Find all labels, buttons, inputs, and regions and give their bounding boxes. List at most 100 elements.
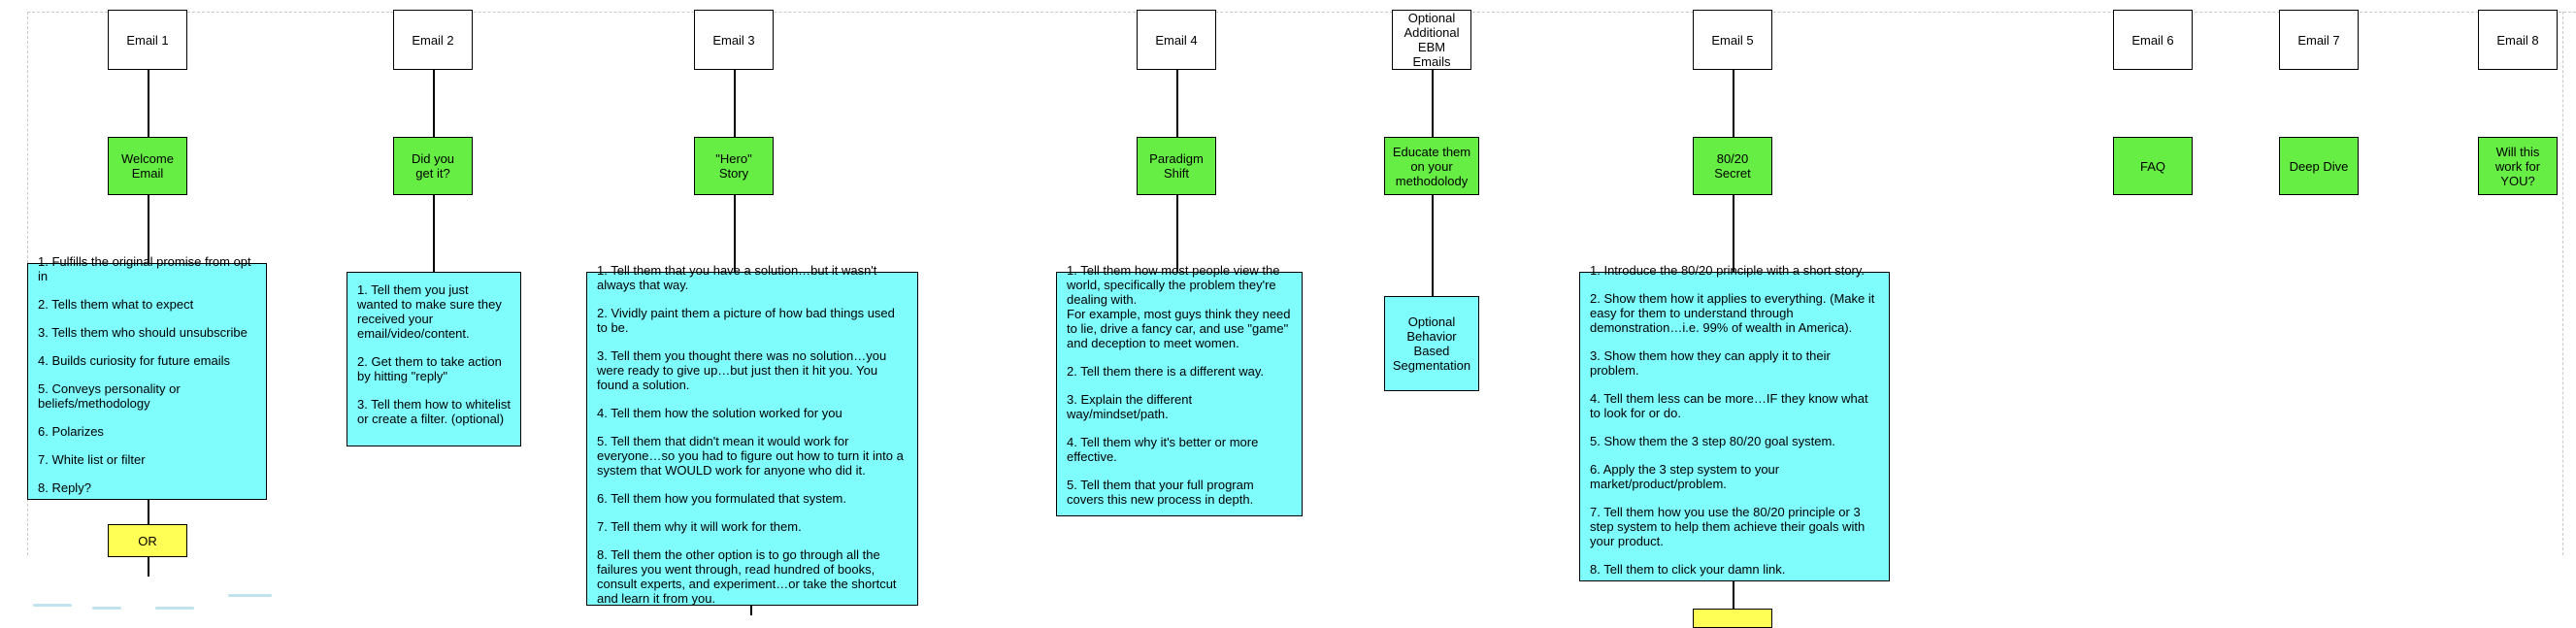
connector-optional-topic [1432, 70, 1434, 137]
email-sequence-diagram: Email 1 Email 2 Email 3 Email 4 Optional… [27, 10, 2576, 628]
list-item: 5. Conveys personality or beliefs/method… [38, 381, 181, 411]
topic-will-this-work: Will this work for YOU? [2478, 137, 2558, 195]
email-3-node: Email 3 [694, 10, 774, 70]
connector-email-3-list [734, 195, 736, 272]
list-item: 4. Tell them why it's better or more eff… [1067, 435, 1259, 464]
topic-paradigm-shift-label: Paradigm Shift [1149, 151, 1204, 181]
partial-shape [33, 604, 72, 607]
topic-did-you-get-it: Did you get it? [393, 137, 473, 195]
topic-welcome-email-label: Welcome Email [121, 151, 174, 181]
topic-deep-dive-label: Deep Dive [2289, 158, 2349, 174]
email-4-label: Email 4 [1155, 32, 1198, 48]
list-item: 7. Tell them why it will work for them. [597, 519, 802, 534]
list-item: 1. Tell them that you have a solution…bu… [597, 263, 877, 292]
list-item: 1. Tell them how most people view the wo… [1067, 263, 1291, 350]
list-item: 3. Tell them how to whitelist or create … [357, 397, 511, 426]
behavior-segmentation-node: Optional Behavior Based Segmentation [1384, 296, 1479, 391]
partial-shape [92, 607, 121, 610]
topic-will-this-work-label: Will this work for YOU? [2494, 144, 2541, 188]
list-item: 8. Reply? [38, 480, 91, 495]
email-2-label: Email 2 [412, 32, 454, 48]
email-5-node: Email 5 [1693, 10, 1772, 70]
topic-deep-dive: Deep Dive [2279, 137, 2359, 195]
email-4-checklist: 1. Tell them how most people view the wo… [1056, 263, 1303, 516]
connector-email-5-down [1733, 581, 1734, 609]
list-item: 6. Polarizes [38, 424, 104, 439]
email-7-node: Email 7 [2279, 10, 2359, 70]
topic-welcome-email: Welcome Email [108, 137, 187, 195]
connector-or-down [148, 557, 149, 577]
topic-faq-label: FAQ [2139, 158, 2165, 174]
optional-ebm-label: Optional Additional EBM Emails [1404, 11, 1460, 69]
partial-shape [228, 594, 272, 597]
page-boundary-right [2562, 12, 2563, 555]
list-item: 7. Tell them how you use the 80/20 princ… [1590, 505, 1866, 548]
list-item: 2. Tell them there is a different way. [1067, 364, 1265, 379]
connector-email-1-topic [148, 70, 149, 137]
connector-email-3-down [750, 606, 752, 615]
list-item: 5. Tell them that didn't mean it would w… [597, 434, 904, 478]
connector-list-or [148, 500, 149, 524]
email-5-label: Email 5 [1711, 32, 1754, 48]
email-8-node: Email 8 [2478, 10, 2558, 70]
list-item: 2. Vividly paint them a picture of how b… [597, 306, 895, 335]
or-node: OR [108, 524, 187, 557]
list-item: 5. Tell them that your full program cove… [1067, 478, 1254, 507]
connector-email-4-topic [1176, 70, 1178, 137]
list-item: 8. Tell them the other option is to go t… [597, 547, 897, 606]
email-1-label: Email 1 [126, 32, 169, 48]
email-5-next-node [1693, 609, 1772, 628]
email-6-node: Email 6 [2113, 10, 2193, 70]
list-item: 1. Tell them you just wanted to make sur… [357, 282, 502, 341]
topic-faq: FAQ [2113, 137, 2193, 195]
topic-educate-methodology-label: Educate them on your methodolody [1392, 144, 1471, 188]
list-item: 3. Tells them who should unsubscribe [38, 325, 248, 340]
connector-email-4-list [1176, 195, 1178, 272]
topic-80-20-secret-label: 80/20 Secret [1714, 151, 1751, 181]
email-3-checklist: 1. Tell them that you have a solution…bu… [586, 263, 918, 606]
list-item: 3. Tell them you thought there was no so… [597, 348, 887, 392]
topic-paradigm-shift: Paradigm Shift [1137, 137, 1216, 195]
connector-optional-segmentation [1432, 195, 1434, 296]
list-item: 2. Tells them what to expect [38, 297, 194, 312]
behavior-segmentation-label: Optional Behavior Based Segmentation [1392, 314, 1471, 373]
partial-shape [155, 607, 194, 610]
list-item: 8. Tell them to click your damn link. [1590, 562, 1786, 577]
connector-email-2-topic [433, 70, 435, 137]
optional-ebm-node: Optional Additional EBM Emails [1392, 10, 1471, 70]
email-7-label: Email 7 [2297, 32, 2340, 48]
email-4-node: Email 4 [1137, 10, 1216, 70]
connector-email-5-list [1733, 195, 1734, 272]
email-1-node: Email 1 [108, 10, 187, 70]
page-boundary-top [27, 12, 2576, 13]
list-item: 2. Show them how it applies to everythin… [1590, 291, 1875, 335]
email-5-checklist: 1. Introduce the 80/20 principle with a … [1579, 263, 1890, 581]
email-1-checklist: 1. Fulfills the original promise from op… [27, 254, 267, 500]
topic-hero-story-label: "Hero" Story [715, 151, 752, 181]
topic-hero-story: "Hero" Story [694, 137, 774, 195]
connector-email-1-list [148, 195, 149, 263]
email-8-label: Email 8 [2496, 32, 2539, 48]
list-item: 1. Fulfills the original promise from op… [38, 254, 251, 283]
list-item: 4. Builds curiosity for future emails [38, 353, 230, 368]
list-item: 4. Tell them less can be more…IF they kn… [1590, 391, 1868, 420]
list-item: 5. Show them the 3 step 80/20 goal syste… [1590, 434, 1835, 448]
or-label: OR [138, 533, 157, 548]
topic-80-20-secret: 80/20 Secret [1693, 137, 1772, 195]
email-2-checklist: 1. Tell them you just wanted to make sur… [347, 272, 521, 446]
connector-email-3-topic [734, 70, 736, 137]
email-6-label: Email 6 [2131, 32, 2174, 48]
topic-did-you-get-it-label: Did you get it? [411, 151, 455, 181]
list-item: 6. Tell them how you formulated that sys… [597, 491, 846, 506]
email-3-label: Email 3 [712, 32, 755, 48]
list-item: 3. Show them how they can apply it to th… [1590, 348, 1831, 378]
list-item: 6. Apply the 3 step system to your marke… [1590, 462, 1780, 491]
list-item: 1. Introduce the 80/20 principle with a … [1590, 263, 1866, 278]
list-item: 3. Explain the different way/mindset/pat… [1067, 392, 1193, 421]
topic-educate-methodology: Educate them on your methodolody [1384, 137, 1479, 195]
list-item: 7. White list or filter [38, 452, 146, 467]
email-2-node: Email 2 [393, 10, 473, 70]
list-item: 2. Get them to take action by hitting "r… [357, 354, 502, 383]
connector-email-2-list [433, 195, 435, 272]
list-item: 4. Tell them how the solution worked for… [597, 406, 842, 420]
